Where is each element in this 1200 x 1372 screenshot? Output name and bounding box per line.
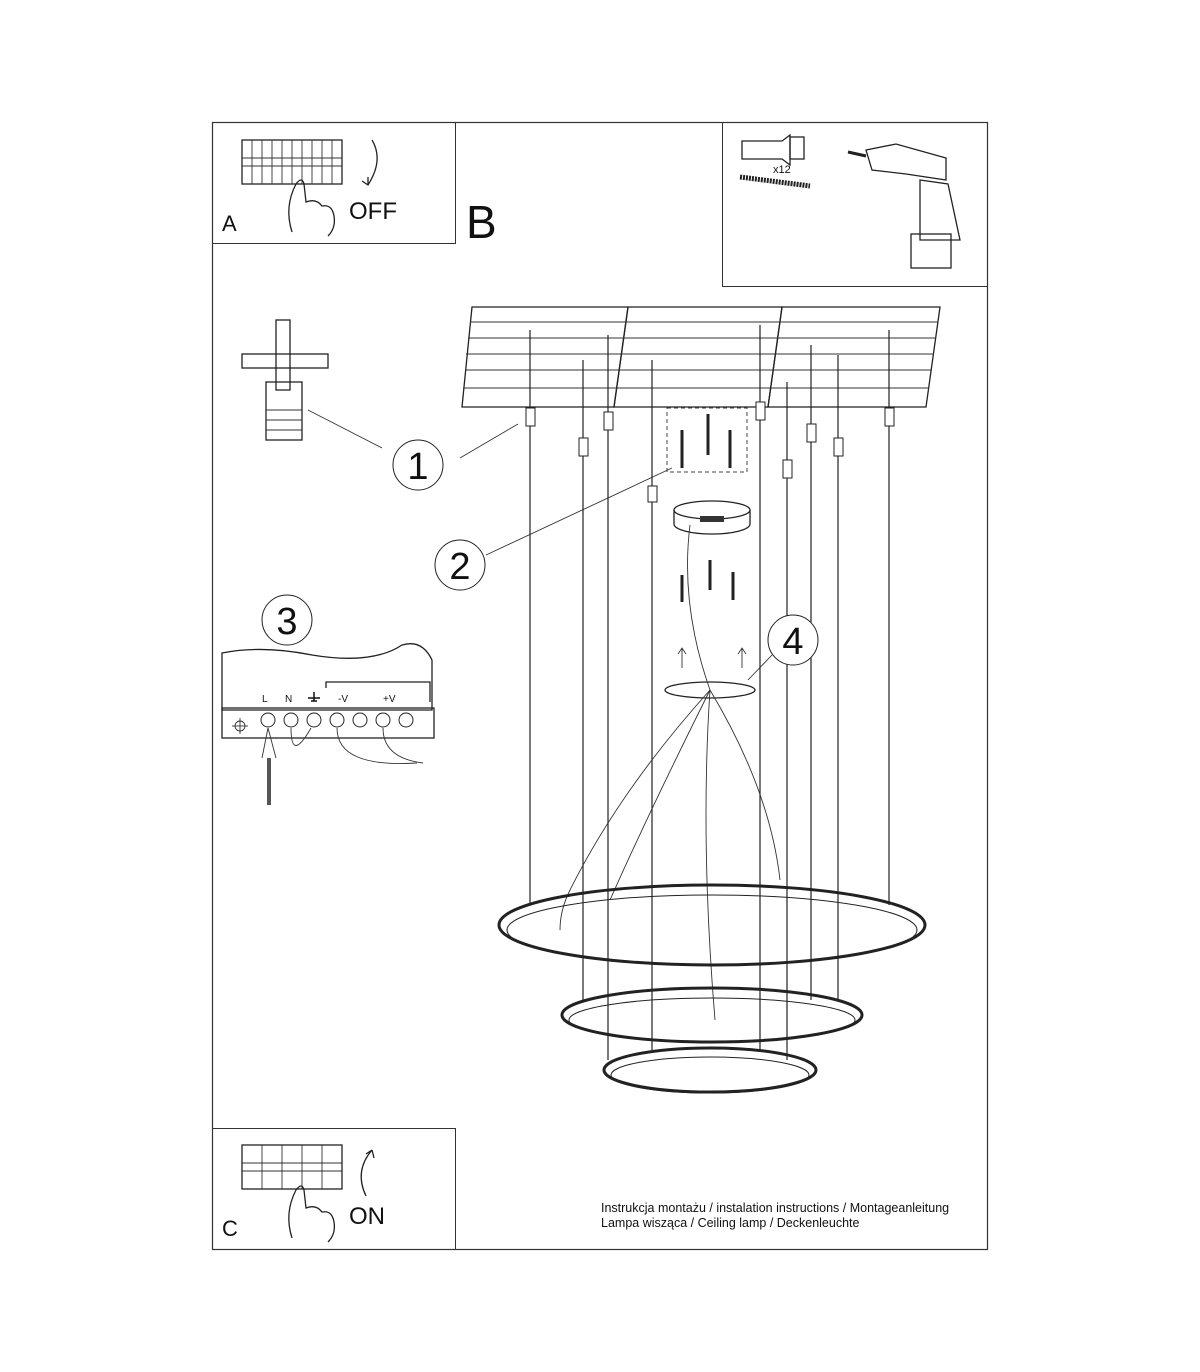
panel-c-label: ON — [349, 1203, 385, 1230]
panel-b-letter: B — [466, 196, 497, 248]
anchor-detail-icon — [241, 319, 329, 441]
terminal-label-plus-v: +V — [383, 694, 396, 705]
cover-plate — [664, 681, 756, 699]
panel-a-label: OFF — [349, 198, 397, 225]
ceiling-canopy — [673, 500, 751, 535]
panel-a-box — [212, 122, 456, 244]
step-3-marker: 3 — [261, 594, 313, 646]
screw-icon — [739, 174, 811, 189]
terminal-label-n: N — [285, 694, 292, 705]
terminal-label-minus-v: -V — [338, 694, 348, 705]
power-cable — [687, 524, 711, 691]
svg-text:3: 3 — [276, 601, 297, 643]
canopy-screws — [680, 414, 735, 602]
ring-small — [602, 1046, 818, 1094]
step-1-marker: 1 — [392, 439, 444, 491]
cable-anchors — [525, 401, 895, 503]
leader-line-1b — [459, 423, 519, 459]
hardware-box — [722, 122, 988, 287]
breaker-switch-off-icon — [241, 139, 378, 237]
outer-frame — [211, 121, 989, 1251]
step-2-highlight — [666, 407, 748, 473]
ring-large — [497, 883, 927, 967]
breaker-switch-on-icon — [241, 1144, 375, 1243]
hardware-quantity: x12 — [773, 164, 791, 176]
footer-line-1: Instrukcja montażu / instalation instruc… — [601, 1201, 950, 1215]
leader-line-1a — [307, 409, 383, 449]
footer-line-2: Lampa wisząca / Ceiling lamp / Deckenleu… — [601, 1216, 860, 1230]
drill-icon — [847, 143, 961, 269]
svg-text:1: 1 — [407, 446, 428, 488]
power-wires — [559, 689, 781, 1021]
ring-medium — [560, 986, 864, 1044]
panel-c-box — [212, 1128, 456, 1250]
terminal-label-l: L — [262, 694, 268, 705]
step-4-marker: 4 — [767, 614, 819, 666]
step-2-marker: 2 — [434, 539, 486, 591]
footer-caption: Instrukcja montażu / instalation instruc… — [601, 1201, 949, 1231]
up-arrows — [677, 647, 747, 668]
panel-a-letter: A — [222, 211, 237, 236]
wall-plug-icon — [741, 133, 805, 167]
panel-c-letter: C — [222, 1216, 238, 1241]
ceiling-panels — [461, 306, 941, 408]
terminal-block — [221, 643, 435, 805]
crosshair-icon — [232, 718, 248, 734]
svg-text:2: 2 — [449, 546, 470, 588]
svg-text:4: 4 — [782, 621, 803, 663]
ground-icon — [308, 692, 320, 702]
leader-line-2 — [485, 467, 673, 556]
